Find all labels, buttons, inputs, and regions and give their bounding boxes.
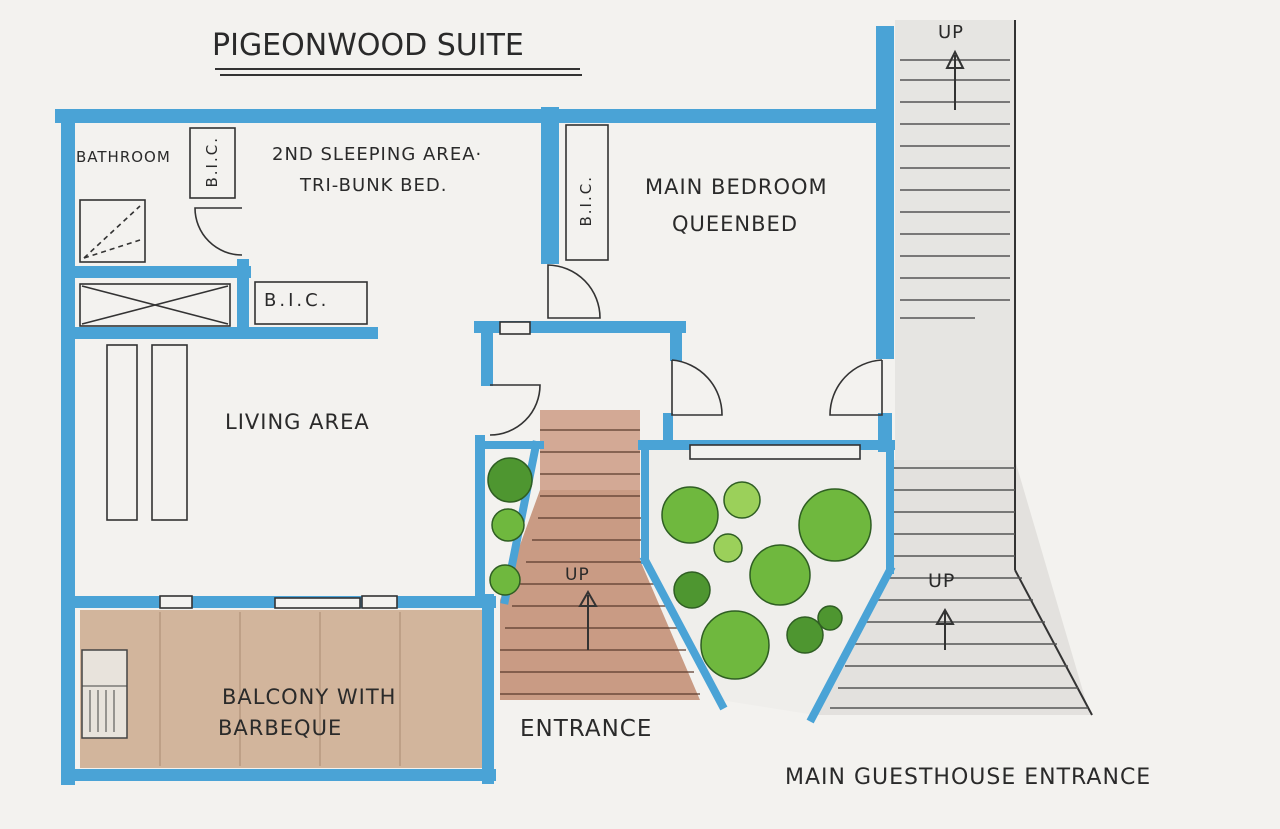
label-bathroom: Bathroom [76, 148, 171, 166]
window-balcony-1 [159, 595, 193, 609]
label-bic-bathroom: B.I.C. [203, 136, 221, 188]
door-entrance [671, 359, 723, 416]
sofa-right [151, 344, 188, 521]
plant-8 [786, 616, 824, 654]
window-balcony-3 [361, 595, 398, 609]
sofa-left [106, 344, 138, 521]
plant-11 [491, 508, 525, 542]
window-planter [689, 444, 861, 460]
entrance-stairs [500, 410, 700, 700]
label-up-center: UP [565, 565, 590, 585]
bic-bathroom-cabinet [189, 127, 236, 199]
plant-12 [489, 564, 521, 596]
plant-7 [700, 610, 770, 680]
label-up-right: UP [928, 570, 956, 592]
plant-3 [713, 533, 743, 563]
plant-6 [673, 571, 711, 609]
door-main-bedroom-hall [547, 264, 601, 319]
barbeque [81, 649, 128, 739]
plant-9 [817, 605, 843, 631]
plant-10 [487, 457, 533, 503]
doors [194, 207, 883, 436]
label-balcony-1: Balcony with [222, 685, 397, 709]
window-balcony-2 [274, 597, 361, 609]
label-second-sleeping-2: Tri-Bunk Bed. [300, 175, 448, 196]
door-bathroom [194, 207, 243, 256]
fixtures [79, 124, 861, 609]
balcony-floor [80, 610, 482, 768]
label-second-sleeping-1: 2nd Sleeping Area· [272, 144, 483, 165]
window-hall [499, 321, 531, 335]
label-main-guesthouse-entrance: Main Guesthouse Entrance [785, 765, 1152, 790]
walls [55, 26, 896, 785]
plant-5 [749, 544, 811, 606]
label-entrance: Entrance [520, 716, 653, 742]
label-main-bedroom-1: Main Bedroom [645, 175, 828, 199]
label-bic-left: B.I.C. [264, 290, 330, 311]
plant-1 [661, 486, 719, 544]
label-up-top: UP [938, 22, 965, 43]
title-underline [215, 68, 580, 70]
label-main-bedroom-2: QueenBed [672, 212, 798, 236]
plant-4 [798, 488, 872, 562]
plants [487, 457, 872, 680]
door-sleeping-hall [489, 384, 541, 436]
label-bic-center: B.I.C. [577, 175, 595, 227]
title-underline-2 [220, 74, 582, 76]
bic-left-cabinet [254, 281, 368, 325]
label-balcony-2: Barbeque [218, 716, 343, 740]
plant-2 [723, 481, 761, 519]
plan-title: Pigeonwood Suite [212, 28, 524, 63]
bic-center-cabinet [565, 124, 609, 261]
label-living-area: Living Area [225, 410, 370, 434]
door-main-bedroom-deck [829, 359, 883, 416]
